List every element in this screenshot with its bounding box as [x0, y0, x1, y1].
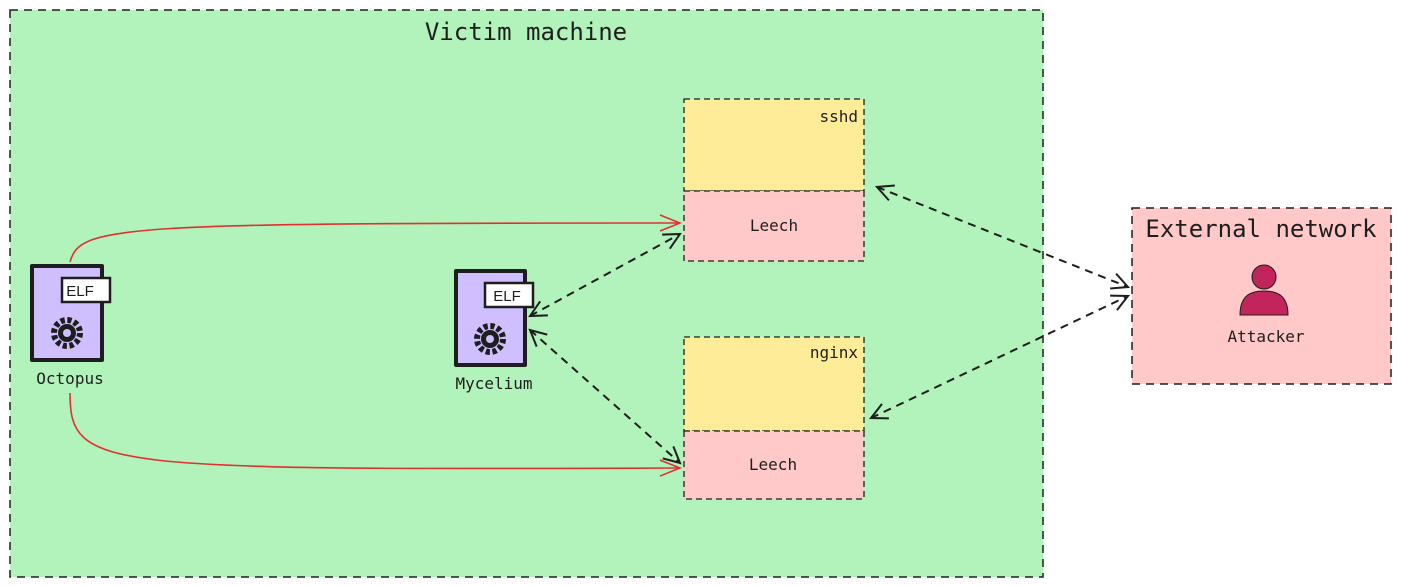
external-network-zone: External network Attacker: [1131, 207, 1392, 385]
mycelium-sshd-link: [530, 234, 680, 316]
nginx-leech-label: Leech: [749, 455, 797, 474]
sshd-label: sshd: [819, 107, 858, 126]
octopus-to-nginx-leech-arrow: [69, 392, 680, 469]
sshd-external-link: [877, 187, 1128, 287]
attacker-label: Attacker: [1227, 327, 1304, 346]
sshd-leech-label: Leech: [750, 216, 798, 235]
person-icon: [1239, 264, 1289, 316]
sshd-process: sshd Leech: [683, 98, 865, 262]
mycelium-nginx-link: [530, 330, 680, 463]
mycelium-elf-badge: ELF: [493, 288, 521, 305]
gear-icon: [474, 323, 506, 355]
nginx-process: nginx Leech: [683, 336, 865, 500]
external-network-label: External network: [1145, 215, 1377, 243]
victim-machine-label: Victim machine: [425, 18, 627, 46]
octopus-to-sshd-leech-arrow: [69, 223, 680, 263]
mycelium-label: Mycelium: [455, 374, 532, 393]
nginx-external-link: [871, 296, 1128, 418]
gear-icon: [51, 317, 83, 349]
octopus-binary: ELF Octopus: [30, 264, 112, 388]
octopus-elf-badge: ELF: [66, 283, 94, 300]
mycelium-binary: ELF Mycelium: [454, 269, 535, 393]
octopus-label: Octopus: [36, 369, 103, 388]
nginx-label: nginx: [810, 343, 859, 362]
